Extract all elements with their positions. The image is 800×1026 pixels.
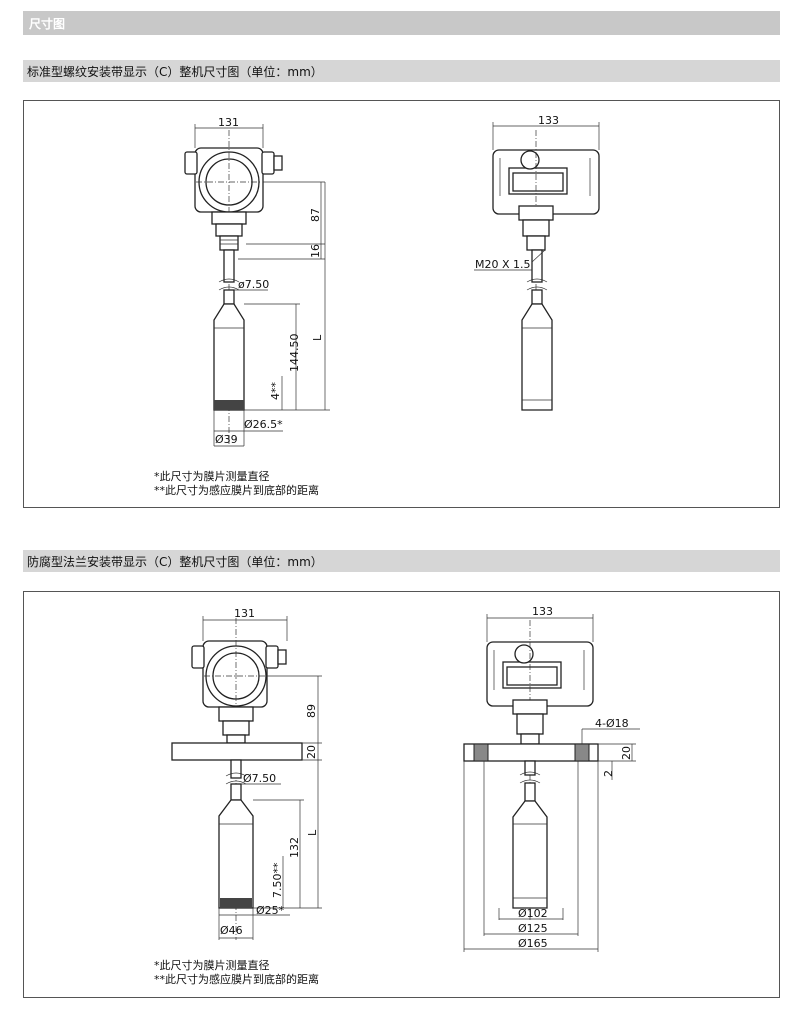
s2-front-cable-lower <box>230 783 242 801</box>
s2-front-cable-gland-right <box>265 645 279 669</box>
s1-side-terminal-inner <box>512 172 564 192</box>
s1-dim-thread: M20 X 1.5 <box>475 258 531 271</box>
s2-dim-probe-dia: Ø46 <box>220 924 243 937</box>
s1-side-probe <box>521 303 553 411</box>
s1-side-hex <box>522 219 550 237</box>
s1-front-probe <box>213 303 245 411</box>
s2-dim-head-height: 89 <box>305 704 318 718</box>
s2-dim-flange-step: 2 <box>602 770 615 777</box>
s1-front-cable-gland-right <box>261 151 275 175</box>
s1-side-neck <box>518 205 554 221</box>
s1-side-terminal-window <box>508 167 568 195</box>
s2-side-cable-lower <box>524 782 536 802</box>
s2-dim-bottom-gap: 7.50** <box>271 862 284 898</box>
s2-front-probe <box>218 799 254 909</box>
s1-front-gland-cap <box>273 155 283 171</box>
s2-dim-cable-dia: Ø7.50 <box>243 772 276 785</box>
s1-side-thread <box>526 235 546 251</box>
s1-dim-probe-dia: Ø39 <box>215 433 238 446</box>
s1-dim-probe-length: 144.50 <box>288 334 301 373</box>
s2-side-cable <box>524 760 536 776</box>
s2-dim-flange-thk-side: 20 <box>620 746 633 760</box>
s2-dim-probe-length: 132 <box>288 837 301 858</box>
section-header: 尺寸图 <box>23 11 780 35</box>
s2-dim-dia-125: Ø125 <box>518 922 548 935</box>
s1-front-hex <box>215 223 243 237</box>
header-title: 尺寸图 <box>29 17 66 31</box>
s2-side-probe <box>512 800 548 909</box>
s1-dim-membrane-dia: Ø26.5* <box>244 418 283 431</box>
s2-dim-width-front: 131 <box>234 607 255 620</box>
s2-dim-dia-165: Ø165 <box>518 937 548 950</box>
section2-frame <box>23 591 780 998</box>
s1-dim-length: L <box>311 334 324 341</box>
s2-front-membrane <box>220 898 252 908</box>
s1-front-cable-upper <box>223 249 235 283</box>
s2-front-view: 131 89 20 L Ø7.50 132 7.50** Ø25* Ø46 <box>171 607 322 940</box>
s1-front-thread <box>219 235 239 251</box>
s1-note-1: *此尺寸为膜片测量直径 <box>154 469 270 483</box>
s2-side-thread <box>520 733 540 745</box>
s2-dim-dia-102: Ø102 <box>518 907 548 920</box>
section2-title-bar: 防腐型法兰安装带显示（C）整机尺寸图（单位：mm） <box>23 550 780 572</box>
s1-note-2: **此尺寸为感应膜片到底部的距离 <box>154 483 319 497</box>
s2-front-flange <box>171 742 303 761</box>
s1-dim-bottom-gap: 4** <box>269 382 282 400</box>
s2-side-view: 133 4-Ø18 20 2 Ø102 Ø125 Ø165 <box>463 605 640 952</box>
s2-front-thread <box>226 734 246 744</box>
s2-dim-flange-thickness: 20 <box>305 745 318 759</box>
s1-side-view: 133 M20 X 1.5 <box>474 114 600 411</box>
s1-front-cable-lower <box>223 289 235 305</box>
s1-side-cable <box>531 249 543 283</box>
section1-title: 标准型螺纹安装带显示（C）整机尺寸图（单位：mm） <box>27 65 323 79</box>
s2-side-terminal-window <box>502 661 562 689</box>
s2-front-cable <box>230 759 242 779</box>
s2-side-bolt-hole-left <box>473 743 489 762</box>
section1-title-bar: 标准型螺纹安装带显示（C）整机尺寸图（单位：mm） <box>23 60 780 82</box>
s2-front-hex <box>222 720 250 736</box>
s1-dim-width-front: 131 <box>218 116 239 129</box>
s1-front-membrane <box>214 400 244 410</box>
s1-front-neck <box>211 211 247 225</box>
s2-side-bolt-hole-right <box>574 743 590 762</box>
s1-front-view: 131 87 16 L ø7.50 144.50 4** Ø26.5* Ø39 <box>184 116 330 447</box>
s2-side-gland <box>514 644 534 664</box>
s1-dim-width-side: 133 <box>538 114 559 127</box>
section2-title: 防腐型法兰安装带显示（C）整机尺寸图（单位：mm） <box>27 555 323 569</box>
s2-dim-width-side: 133 <box>532 605 553 618</box>
s1-dim-head-height: 87 <box>309 208 322 222</box>
s2-dim-membrane-dia: Ø25* <box>256 904 285 917</box>
s2-note-1: *此尺寸为膜片测量直径 <box>154 958 270 972</box>
s1-dim-cable-dia: ø7.50 <box>238 278 269 291</box>
s2-front-neck <box>218 706 254 722</box>
section1-frame <box>23 100 780 508</box>
s2-dim-holes: 4-Ø18 <box>595 717 629 730</box>
s2-front-cable-gland-left <box>191 645 205 669</box>
s1-dim-neck-height: 16 <box>309 244 322 258</box>
s2-dim-length: L <box>306 829 319 836</box>
s2-front-gland-cap <box>277 649 287 665</box>
s2-side-hex <box>516 713 544 735</box>
s1-front-cable-gland-left <box>184 151 198 175</box>
s2-side-terminal-inner <box>506 666 558 686</box>
s1-side-cable-lower <box>531 289 543 305</box>
s2-side-neck <box>512 699 548 715</box>
s1-side-gland <box>520 150 540 170</box>
s2-note-2: **此尺寸为感应膜片到底部的距离 <box>154 972 319 986</box>
